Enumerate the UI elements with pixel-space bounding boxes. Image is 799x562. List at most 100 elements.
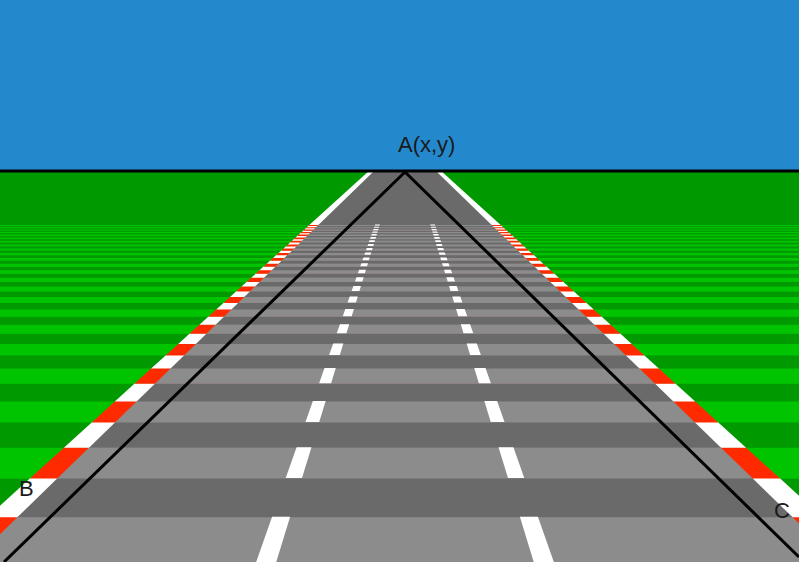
lane-dash — [452, 296, 462, 302]
lane-dash — [372, 231, 378, 232]
road-band — [57, 447, 753, 478]
lane-dash — [368, 244, 374, 246]
road-band — [115, 401, 695, 422]
grass-stripe — [0, 172, 799, 225]
grass-stripe — [0, 296, 799, 302]
rumble-strip — [0, 478, 799, 517]
lane-dash — [444, 270, 452, 274]
lane-dash — [434, 237, 440, 239]
grass-stripe — [0, 343, 799, 355]
rumble-strip — [134, 368, 675, 384]
rumble-strip — [64, 422, 746, 448]
lane-dash — [319, 368, 336, 383]
lane-dash — [286, 447, 312, 478]
grass-stripe — [0, 281, 799, 286]
lane-dash — [456, 309, 467, 316]
rumble-strip — [263, 263, 547, 267]
grass-stripe — [0, 355, 799, 369]
road-band — [279, 260, 532, 263]
lane-dash — [467, 343, 481, 354]
rumble-strip — [267, 260, 544, 263]
point-label: C — [774, 498, 790, 523]
grass-stripe — [0, 260, 799, 263]
lane-dash — [446, 277, 455, 281]
grass-stripe — [0, 309, 799, 317]
road-band — [255, 281, 555, 286]
lane-dash — [355, 277, 364, 281]
lane-dash — [255, 517, 291, 562]
lane-dash — [358, 270, 366, 274]
lane-dash — [352, 286, 361, 291]
lane-dash — [329, 343, 343, 354]
label-box: C — [774, 500, 790, 522]
label-box: A(x,y) — [398, 134, 455, 156]
lane-dash — [362, 257, 369, 260]
road-band — [184, 343, 626, 355]
road-band — [268, 270, 542, 274]
grass-stripe — [0, 333, 799, 344]
grass-stripe — [0, 263, 799, 267]
road-band — [206, 324, 603, 334]
point-label: B — [19, 476, 34, 501]
rumble-strip — [0, 517, 799, 562]
road-band — [224, 309, 586, 317]
rumble-strip — [92, 401, 719, 422]
label-box: B — [19, 478, 34, 500]
rumble-strip — [115, 383, 695, 401]
road-band — [272, 266, 538, 270]
lane-dash — [360, 263, 368, 266]
grass-stripe — [0, 447, 799, 478]
lane-dash — [436, 244, 442, 246]
road-band — [17, 478, 792, 517]
rumble-strip — [166, 343, 645, 355]
lane-dash — [439, 252, 446, 254]
rumble-strip — [208, 309, 601, 317]
grass-stripe — [0, 270, 799, 274]
edge-line — [405, 172, 799, 557]
lane-dash — [435, 240, 441, 242]
grass-stripe — [0, 422, 799, 448]
grass-stripe — [0, 324, 799, 334]
lane-dash — [437, 248, 444, 250]
ground — [0, 172, 799, 562]
grass-stripe — [0, 478, 799, 517]
road-band — [260, 277, 551, 282]
lane-dash — [474, 368, 491, 383]
lane-dash — [369, 240, 375, 242]
lane-dash — [371, 234, 377, 235]
lane-dash — [374, 227, 379, 228]
rumble-strip — [309, 172, 500, 225]
lane-dash — [430, 225, 435, 226]
lane-dash — [364, 252, 371, 254]
road-band — [0, 517, 799, 562]
sky — [0, 0, 799, 172]
rumble-strip — [178, 333, 631, 344]
road-band — [155, 368, 655, 384]
lane-dash — [440, 257, 447, 260]
lane-dash — [343, 309, 354, 316]
road-band — [171, 355, 640, 369]
horizon-line — [0, 170, 799, 173]
road-band — [264, 273, 546, 277]
lane-dash — [370, 237, 376, 239]
road-band — [318, 172, 491, 225]
lane-dash — [375, 225, 380, 226]
rumble-strip — [216, 302, 594, 309]
road-band — [250, 286, 560, 291]
road-band — [196, 333, 614, 344]
grass-stripe — [0, 286, 799, 291]
lane-dash — [431, 227, 436, 228]
grass-stripe — [0, 291, 799, 297]
lane-dash — [499, 447, 525, 478]
road-band — [137, 383, 674, 401]
road-bands — [0, 172, 799, 562]
lane-dash — [432, 229, 437, 230]
grass-stripe — [0, 277, 799, 282]
lane-dash — [461, 324, 473, 333]
lane-dash — [520, 517, 556, 562]
lane-dash — [484, 401, 504, 422]
road-band — [275, 263, 534, 267]
road-band — [238, 296, 572, 302]
grass-stripe — [0, 401, 799, 422]
point-label: A(x,y) — [398, 132, 455, 157]
